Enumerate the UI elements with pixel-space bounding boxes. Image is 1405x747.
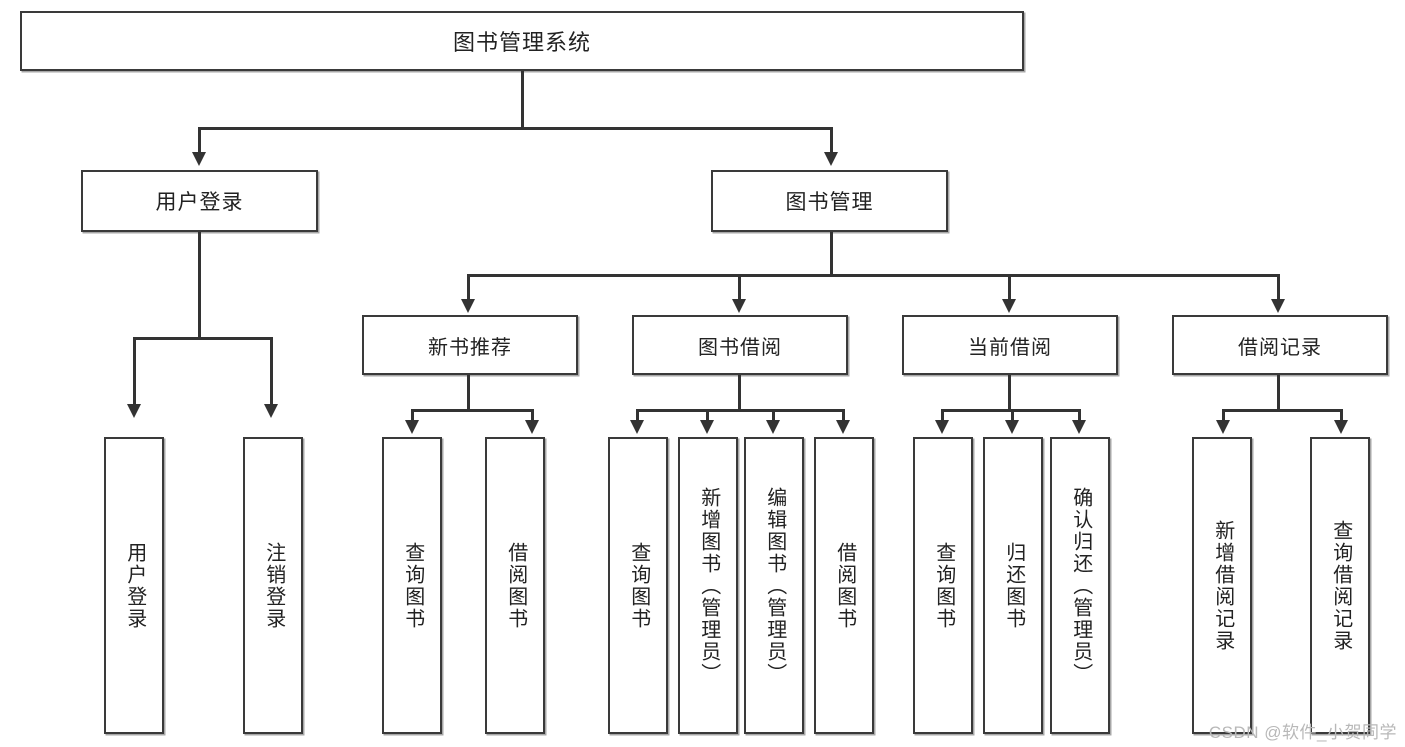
node-label: 当前借阅 xyxy=(968,336,1052,359)
arrow-icon-book-manage-new-book xyxy=(461,299,475,313)
node-new-book-recommend[interactable]: 新书推荐 xyxy=(362,315,578,375)
connector-user-login-to-leaf-1 xyxy=(133,337,136,407)
arrow-icon-new-book-leaf-1 xyxy=(405,420,419,434)
arrow-icon-root-to-book-manage xyxy=(824,152,838,166)
node-book-borrow[interactable]: 图书借阅 xyxy=(632,315,848,375)
node-label: 查询借阅记录 xyxy=(1329,519,1352,652)
node-leaf-borrow-book-2[interactable]: 借阅图书 xyxy=(814,437,874,734)
arrow-icon-user-login-leaf-1 xyxy=(127,404,141,418)
node-leaf-query-book-2[interactable]: 查询图书 xyxy=(608,437,668,734)
connector-book-manage-to-borrow-record xyxy=(1277,274,1280,302)
node-label: 借阅图书 xyxy=(504,541,527,630)
connector-book-manage-bus xyxy=(467,274,1280,277)
node-leaf-logout[interactable]: 注销登录 xyxy=(243,437,303,734)
node-label: 查询图书 xyxy=(627,541,650,630)
connector-root-bus xyxy=(198,127,833,130)
watermark-text: CSDN @软件_小贺同学 xyxy=(1208,723,1397,742)
node-root-system[interactable]: 图书管理系统 xyxy=(20,11,1024,71)
node-label: 编辑图书（管理员） xyxy=(763,486,786,685)
node-label: 查询图书 xyxy=(932,541,955,630)
node-label: 图书借阅 xyxy=(698,336,782,359)
node-label: 注销登录 xyxy=(262,541,285,630)
connector-root-stem xyxy=(521,71,524,127)
connector-new-book-to-leaf-1 xyxy=(411,409,414,423)
arrow-icon-book-manage-current-borrow xyxy=(1002,299,1016,313)
node-label: 新增借阅记录 xyxy=(1211,519,1234,652)
arrow-icon-borrow-record-leaf-2 xyxy=(1334,420,1348,434)
connector-root-to-book-manage xyxy=(830,127,833,155)
arrow-icon-current-borrow-leaf-3 xyxy=(1072,420,1086,434)
node-label: 用户登录 xyxy=(155,191,244,214)
node-user-login[interactable]: 用户登录 xyxy=(81,170,318,232)
node-leaf-add-book[interactable]: 新增图书（管理员） xyxy=(678,437,738,734)
node-label: 新增图书（管理员） xyxy=(697,486,720,685)
node-label: 借阅记录 xyxy=(1238,336,1322,359)
node-label: 确认归还（管理员） xyxy=(1069,486,1092,685)
connector-book-borrow-stem xyxy=(738,375,741,409)
connector-new-book-stem xyxy=(467,375,470,409)
connector-book-borrow-to-leaf-3 xyxy=(772,409,775,423)
node-borrow-record[interactable]: 借阅记录 xyxy=(1172,315,1388,375)
node-leaf-add-record[interactable]: 新增借阅记录 xyxy=(1192,437,1252,734)
connector-book-manage-to-new-book xyxy=(467,274,470,302)
arrow-icon-book-borrow-leaf-4 xyxy=(836,420,850,434)
node-label: 用户登录 xyxy=(123,541,146,630)
arrow-icon-book-borrow-leaf-1 xyxy=(630,420,644,434)
connector-book-manage-stem xyxy=(830,232,833,274)
connector-user-login-to-leaf-2 xyxy=(270,337,273,407)
connector-current-borrow-to-leaf-1 xyxy=(941,409,944,423)
node-label: 查询图书 xyxy=(401,541,424,630)
connector-new-book-to-leaf-2 xyxy=(531,409,534,423)
node-label: 借阅图书 xyxy=(833,541,856,630)
arrow-icon-book-borrow-leaf-3 xyxy=(766,420,780,434)
connector-user-login-stem xyxy=(198,232,201,337)
arrow-icon-current-borrow-leaf-1 xyxy=(935,420,949,434)
node-leaf-return-book[interactable]: 归还图书 xyxy=(983,437,1043,734)
arrow-icon-book-borrow-leaf-2 xyxy=(700,420,714,434)
arrow-icon-current-borrow-leaf-2 xyxy=(1005,420,1019,434)
arrow-icon-book-manage-borrow-record xyxy=(1271,299,1285,313)
node-label: 新书推荐 xyxy=(428,336,512,359)
node-label: 归还图书 xyxy=(1002,541,1025,630)
connector-book-borrow-to-leaf-2 xyxy=(706,409,709,423)
connector-borrow-record-to-leaf-2 xyxy=(1340,409,1343,423)
arrow-icon-borrow-record-leaf-1 xyxy=(1216,420,1230,434)
node-leaf-borrow-book-1[interactable]: 借阅图书 xyxy=(485,437,545,734)
node-book-manage[interactable]: 图书管理 xyxy=(711,170,948,232)
connector-book-manage-to-current-borrow xyxy=(1008,274,1011,302)
connector-borrow-record-bus xyxy=(1222,409,1342,412)
node-leaf-query-book-3[interactable]: 查询图书 xyxy=(913,437,973,734)
node-leaf-user-login[interactable]: 用户登录 xyxy=(104,437,164,734)
node-leaf-edit-book[interactable]: 编辑图书（管理员） xyxy=(744,437,804,734)
connector-current-borrow-to-leaf-3 xyxy=(1078,409,1081,423)
node-label: 图书管理 xyxy=(785,191,874,214)
connector-new-book-bus xyxy=(411,409,533,412)
node-label: 图书管理系统 xyxy=(452,30,591,55)
connector-borrow-record-stem xyxy=(1277,375,1280,409)
connector-root-to-user-login xyxy=(198,127,201,155)
connector-book-borrow-to-leaf-4 xyxy=(842,409,845,423)
node-leaf-query-record[interactable]: 查询借阅记录 xyxy=(1310,437,1370,734)
connector-borrow-record-to-leaf-1 xyxy=(1222,409,1225,423)
node-current-borrow[interactable]: 当前借阅 xyxy=(902,315,1118,375)
connector-current-borrow-stem xyxy=(1008,375,1011,409)
connector-current-borrow-to-leaf-2 xyxy=(1011,409,1014,423)
arrow-icon-root-to-user-login xyxy=(192,152,206,166)
connector-book-borrow-bus xyxy=(636,409,844,412)
node-leaf-query-book-1[interactable]: 查询图书 xyxy=(382,437,442,734)
node-leaf-confirm-return[interactable]: 确认归还（管理员） xyxy=(1050,437,1110,734)
connector-user-login-bus xyxy=(133,337,272,340)
connector-book-borrow-to-leaf-1 xyxy=(636,409,639,423)
arrow-icon-user-login-leaf-2 xyxy=(264,404,278,418)
connector-book-manage-to-book-borrow xyxy=(738,274,741,302)
arrow-icon-book-manage-book-borrow xyxy=(732,299,746,313)
arrow-icon-new-book-leaf-2 xyxy=(525,420,539,434)
